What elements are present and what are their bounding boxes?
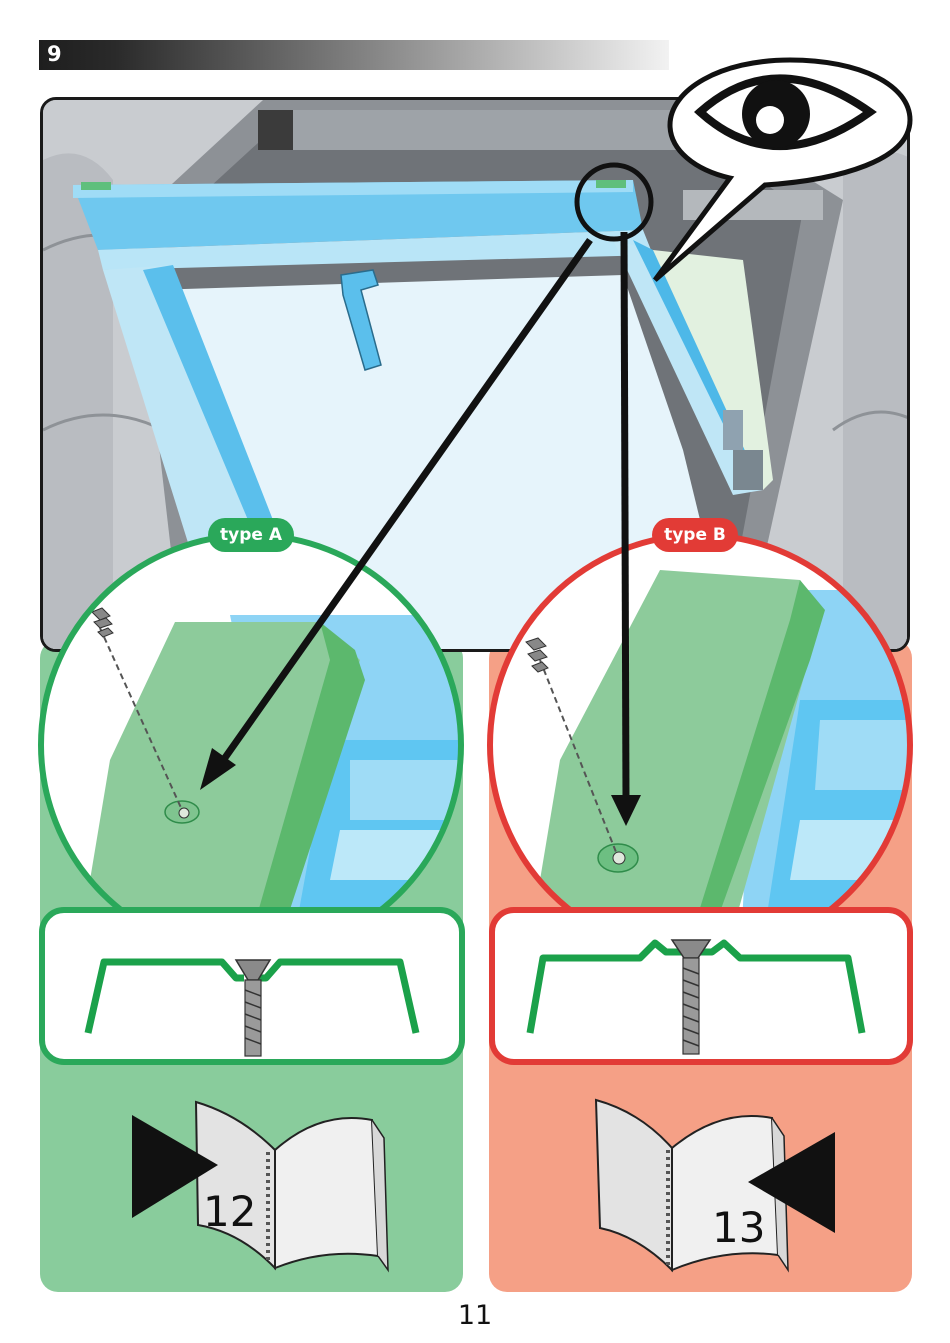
type-a-section-diagram	[42, 910, 462, 1062]
type-b-section-diagram	[492, 910, 910, 1062]
type-b-label: type B	[652, 518, 738, 552]
page-reference-type-a: 12	[203, 1187, 256, 1236]
page-reference-type-b: 13	[712, 1203, 765, 1252]
type-a-magnifier	[41, 535, 520, 960]
page-number: 11	[0, 1300, 950, 1331]
type-b-magnifier	[490, 535, 940, 960]
book-icon-page-12	[196, 1102, 388, 1270]
detail-focus-circle	[577, 165, 651, 239]
type-a-label: type A	[208, 518, 294, 552]
